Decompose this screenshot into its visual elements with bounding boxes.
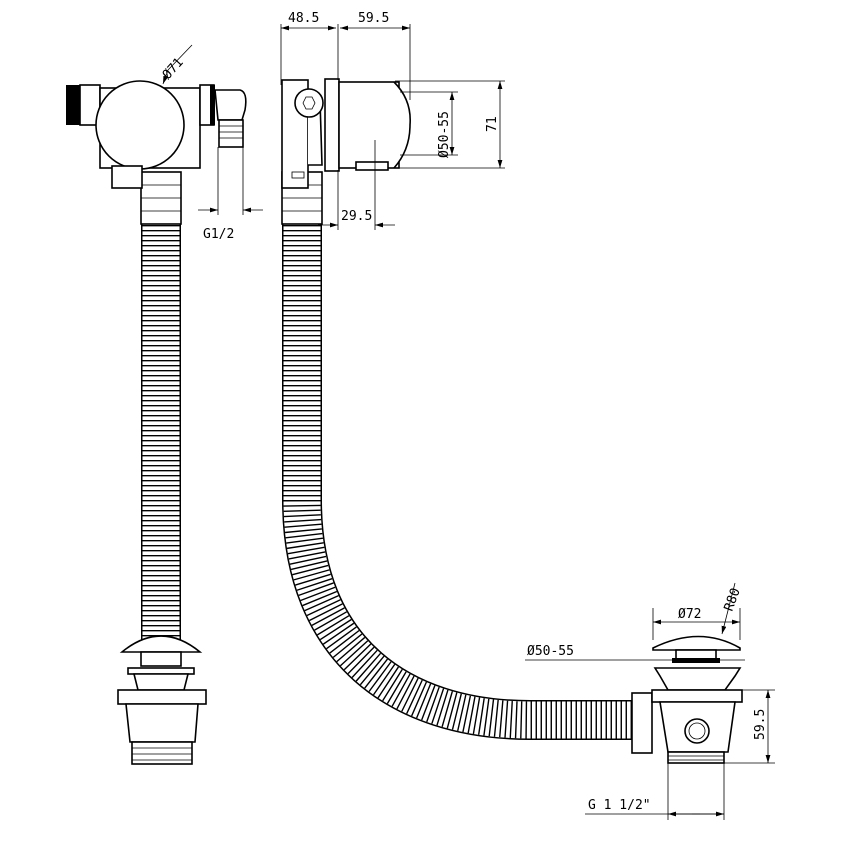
waste-diameter-label: Ø50-55 <box>527 644 574 659</box>
body-diameter-label: Ø71 <box>160 55 187 82</box>
top-right-width-label: 59.5 <box>358 11 389 26</box>
left-corrugated-hose <box>140 171 182 640</box>
cap-radius-label: R80 <box>722 586 744 613</box>
waste-height-label: 59.5 <box>753 709 768 740</box>
side-thread-label: G1/2 <box>203 227 234 242</box>
left-waste-fitting <box>117 635 207 765</box>
valve-body-front-view <box>66 80 247 189</box>
overflow-offset-label: 29.5 <box>341 209 372 224</box>
overflow-side-view <box>281 78 411 189</box>
overflow-height-label: 71 <box>485 116 500 132</box>
right-corrugated-hose <box>281 171 640 740</box>
waste-thread-label: G 1 1/2" <box>588 798 651 813</box>
top-left-width-label: 48.5 <box>288 11 319 26</box>
cap-diameter-label: Ø72 <box>678 607 701 622</box>
right-waste-fitting <box>631 635 743 764</box>
body-diameter-leader <box>167 44 193 71</box>
overflow-diameter-label: Ø50-55 <box>437 111 452 158</box>
